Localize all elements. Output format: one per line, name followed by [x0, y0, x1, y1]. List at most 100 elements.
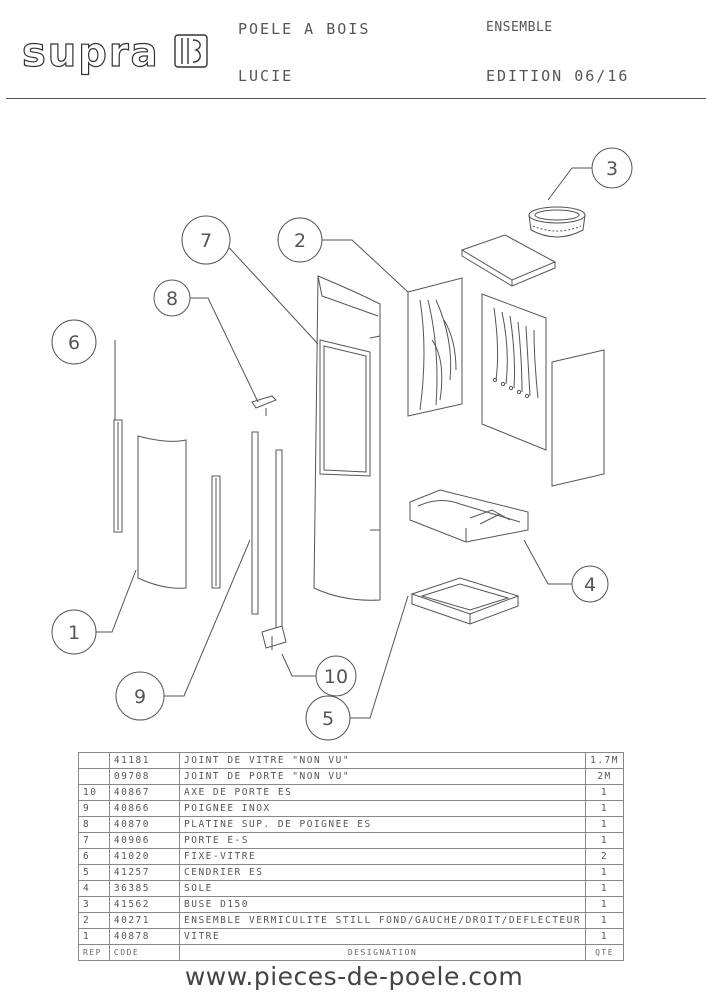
part-2-left-panel — [407, 277, 463, 417]
callout-2: 2 — [294, 230, 306, 252]
table-cell-code: 40867 — [108, 784, 181, 801]
table-cell-rep: 1 — [78, 928, 110, 945]
callout-1: 1 — [68, 622, 80, 644]
table-cell-qty: 1 — [585, 896, 624, 913]
document-title: POELE A BOIS — [238, 20, 371, 38]
column-header-designation: DESIGNATION — [179, 944, 587, 961]
table-cell-code: 41020 — [108, 848, 181, 865]
table-cell-rep: 10 — [78, 784, 110, 801]
table-cell-designation: JOINT DE PORTE "NON VU" — [179, 768, 587, 785]
callout-3: 3 — [606, 158, 618, 180]
part-1-glass — [137, 435, 187, 589]
part-6-glass-retainers — [113, 419, 221, 589]
part-5-ashpan — [410, 577, 520, 625]
table-cell-designation: JOINT DE VITRE "NON VU" — [179, 752, 587, 769]
table-cell-code: 40866 — [108, 800, 181, 817]
table-cell-designation: FIXE-VITRE — [179, 848, 587, 865]
part-2-deflector — [460, 234, 557, 287]
callout-10: 10 — [324, 666, 348, 688]
table-cell-rep: 8 — [78, 816, 110, 833]
column-header-qty: QTE — [585, 944, 624, 961]
table-cell-rep: 5 — [78, 864, 110, 881]
brand-logo: supra — [21, 29, 160, 76]
part-2-right-panel — [551, 349, 605, 487]
table-cell-designation: VITRE — [179, 928, 587, 945]
callout-8: 8 — [166, 288, 178, 310]
table-cell-code: 40906 — [108, 832, 181, 849]
table-cell-code: 36385 — [108, 880, 181, 897]
table-cell-qty: 1 — [585, 784, 624, 801]
table-cell-qty: 1 — [585, 832, 624, 849]
part-10-door-axis — [261, 625, 287, 650]
table-cell-rep: 2 — [78, 912, 110, 929]
table-cell-designation: PORTE E-S — [179, 832, 587, 849]
table-cell-designation: AXE DE PORTE ES — [179, 784, 587, 801]
part-7-door — [313, 275, 381, 601]
edition-label: EDITION 06/16 — [486, 67, 630, 85]
column-header-code: CODE — [108, 944, 181, 961]
table-cell-designation: POIGNEE INOX — [179, 800, 587, 817]
table-cell-designation: BUSE D150 — [179, 896, 587, 913]
table-cell-code: 40271 — [108, 912, 181, 929]
table-cell-rep: 9 — [78, 800, 110, 817]
table-cell-rep: 6 — [78, 848, 110, 865]
exploded-view-drawing: 3 7 2 8 6 4 1 9 10 5 — [51, 147, 633, 741]
table-cell-qty: 1 — [585, 816, 624, 833]
part-8-handle-plate — [251, 395, 277, 416]
callout-leaders — [90, 167, 596, 719]
callout-7: 7 — [200, 230, 212, 252]
part-4-hearth — [409, 489, 529, 543]
table-cell-designation: PLATINE SUP. DE POIGNEE ES — [179, 816, 587, 833]
table-cell-code: 09708 — [108, 768, 181, 785]
table-cell-code: 40878 — [108, 928, 181, 945]
column-header-rep: REP — [78, 944, 110, 961]
table-cell-designation: CENDRIER ES — [179, 864, 587, 881]
table-cell-rep: 7 — [78, 832, 110, 849]
callout-5: 5 — [322, 708, 334, 730]
table-cell-rep: 3 — [78, 896, 110, 913]
table-cell-qty: 2M — [585, 768, 624, 785]
brand-logo-mark — [174, 34, 208, 68]
part-2-back-panel — [481, 293, 547, 451]
table-cell-qty: 1 — [585, 800, 624, 817]
callout-bubbles — [51, 147, 633, 741]
callout-6: 6 — [68, 332, 80, 354]
table-cell-rep: 4 — [78, 880, 110, 897]
table-cell-code: 41257 — [108, 864, 181, 881]
table-cell-code: 41562 — [108, 896, 181, 913]
part-3-flue-collar — [528, 206, 586, 238]
website-url: www.pieces-de-poele.com — [184, 962, 524, 991]
table-cell-qty: 1 — [585, 928, 624, 945]
callout-9: 9 — [134, 686, 146, 708]
table-cell-qty: 1 — [585, 912, 624, 929]
table-cell-code: 41181 — [108, 752, 181, 769]
section-name: ENSEMBLE — [486, 20, 553, 35]
callout-4: 4 — [584, 574, 596, 596]
part-9-handle — [251, 431, 283, 637]
table-cell-qty: 1 — [585, 880, 624, 897]
header-divider — [6, 98, 706, 99]
table-cell-rep — [78, 768, 110, 785]
table-cell-qty: 2 — [585, 848, 624, 865]
table-cell-qty: 1 — [585, 864, 624, 881]
header: supra POELE A BOIS LUCIE ENSEMBLE EDITIO… — [0, 0, 708, 100]
table-cell-code: 40870 — [108, 816, 181, 833]
table-cell-designation: ENSEMBLE VERMICULITE STILL FOND/GAUCHE/D… — [179, 912, 587, 929]
table-cell-rep — [78, 752, 110, 769]
table-cell-qty: 1.7M — [585, 752, 624, 769]
